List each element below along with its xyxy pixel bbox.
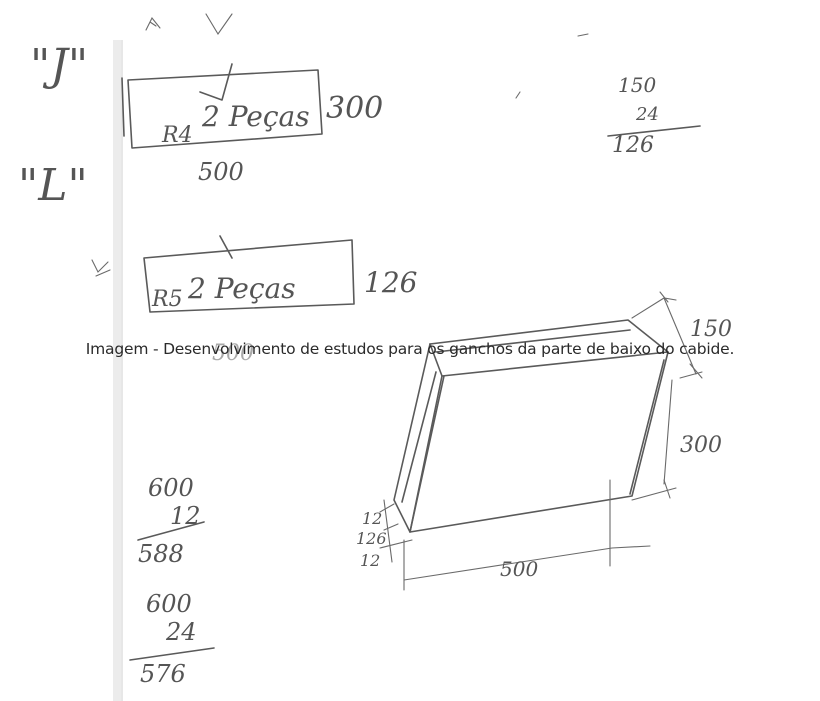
- top-v-mark: [205, 13, 233, 36]
- r4-qty: 2 Peças: [201, 100, 310, 133]
- top-scribble: [145, 16, 161, 31]
- box-drawing: [379, 291, 703, 591]
- calc-top-result: 126: [612, 133, 654, 158]
- calc-mid-result: 588: [138, 540, 184, 568]
- r5-qty: 2 Peças: [187, 272, 296, 305]
- r5-slash: [219, 235, 233, 259]
- calc-mid-b: 12: [170, 502, 201, 530]
- r5-code: R5: [151, 287, 183, 312]
- calc-top-rule: [607, 125, 701, 137]
- r4-width: 500: [198, 158, 244, 186]
- top-dash: [577, 33, 589, 37]
- label-l: "L": [18, 160, 88, 211]
- r4-check: [199, 63, 233, 101]
- calc-top-b: 24: [635, 104, 659, 125]
- box-inner: 126: [356, 529, 387, 548]
- box-depth: 150: [690, 317, 732, 342]
- box-edge-bottom: 12: [360, 551, 380, 570]
- r5-outline: [143, 239, 355, 313]
- r5-height: 126: [364, 266, 417, 299]
- box-edge-top: 12: [362, 509, 382, 528]
- calc-bottom-a: 600: [146, 590, 192, 618]
- r4-outline: [121, 69, 323, 149]
- r5-side-mark: [91, 259, 111, 277]
- box-length: 500: [500, 557, 538, 581]
- page-edge-shadow: [113, 40, 123, 701]
- calc-mid-a: 600: [148, 474, 194, 502]
- r4-height: 300: [326, 91, 383, 126]
- label-j: "J": [30, 40, 88, 91]
- box-height: 300: [680, 433, 722, 458]
- calc-bottom-result: 576: [140, 660, 186, 688]
- calc-bottom-rule: [129, 647, 215, 661]
- r4-code: R4: [161, 123, 193, 148]
- calc-bottom-b: 24: [165, 618, 197, 646]
- calc-top-a: 150: [618, 73, 656, 97]
- calc-mid-rule: [137, 521, 205, 541]
- figure-caption: Imagem - Desenvolvimento de estudos para…: [85, 340, 735, 358]
- r5-width: 500: [212, 341, 254, 366]
- calc-tick: [515, 91, 521, 99]
